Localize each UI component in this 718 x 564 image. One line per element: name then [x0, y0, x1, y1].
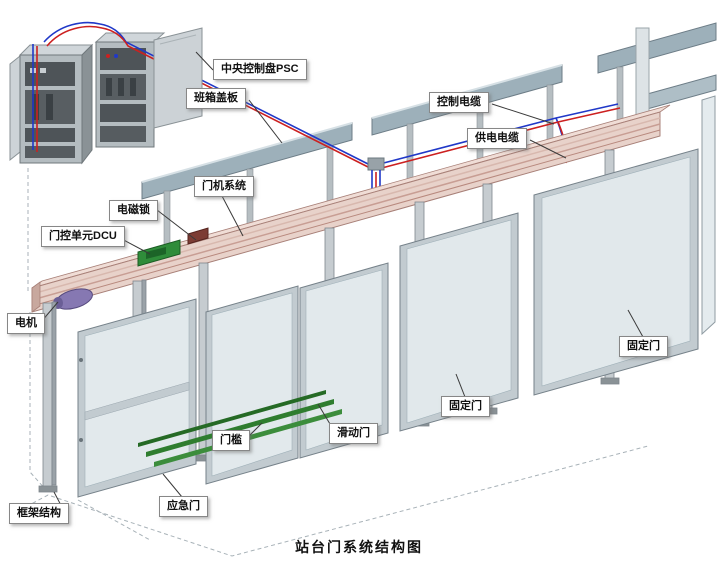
label-fixed-door-right: 固定门: [619, 336, 668, 357]
control-cable-line: [36, 25, 621, 171]
power-cable-line: [32, 21, 619, 167]
label-door-sill: 门槛: [212, 430, 250, 451]
electromagnetic-lock: [187, 227, 209, 245]
dcu-unit: [137, 239, 181, 267]
label-power-cable: 供电电缆: [467, 128, 527, 149]
label-frame-structure: 框架结构: [9, 503, 69, 524]
fixed-door-panel-mid: [399, 212, 519, 432]
emergency-door-panel: [77, 298, 197, 498]
cable-junction-box: [367, 157, 385, 171]
fixed-door-panel-right: [533, 148, 699, 396]
diagram-caption: 站台门系统结构图: [295, 539, 423, 555]
label-door-control-unit-dcu: 门控单元DCU: [41, 226, 125, 247]
construction-dashed-lines: [19, 168, 649, 557]
label-central-control-panel-psc: 中央控制盘PSC: [213, 59, 307, 80]
door-motor: [53, 288, 93, 310]
label-door-machine-system: 门机系统: [194, 176, 254, 197]
label-box-cover-plate: 班箱盖板: [186, 88, 246, 109]
left-cabinet-open-door: [9, 54, 21, 162]
right-edge-panel: [701, 95, 716, 336]
label-fixed-door-mid: 固定门: [441, 396, 490, 417]
label-electromagnetic-lock: 电磁锁: [109, 200, 158, 221]
right-cabinet-open-door: [153, 27, 203, 129]
sliding-door-panel-left: [205, 285, 299, 485]
label-motor: 电机: [7, 313, 45, 334]
label-control-cable: 控制电缆: [429, 92, 489, 113]
label-emergency-door: 应急门: [159, 496, 208, 517]
label-sliding-door: 滑动门: [329, 423, 378, 444]
